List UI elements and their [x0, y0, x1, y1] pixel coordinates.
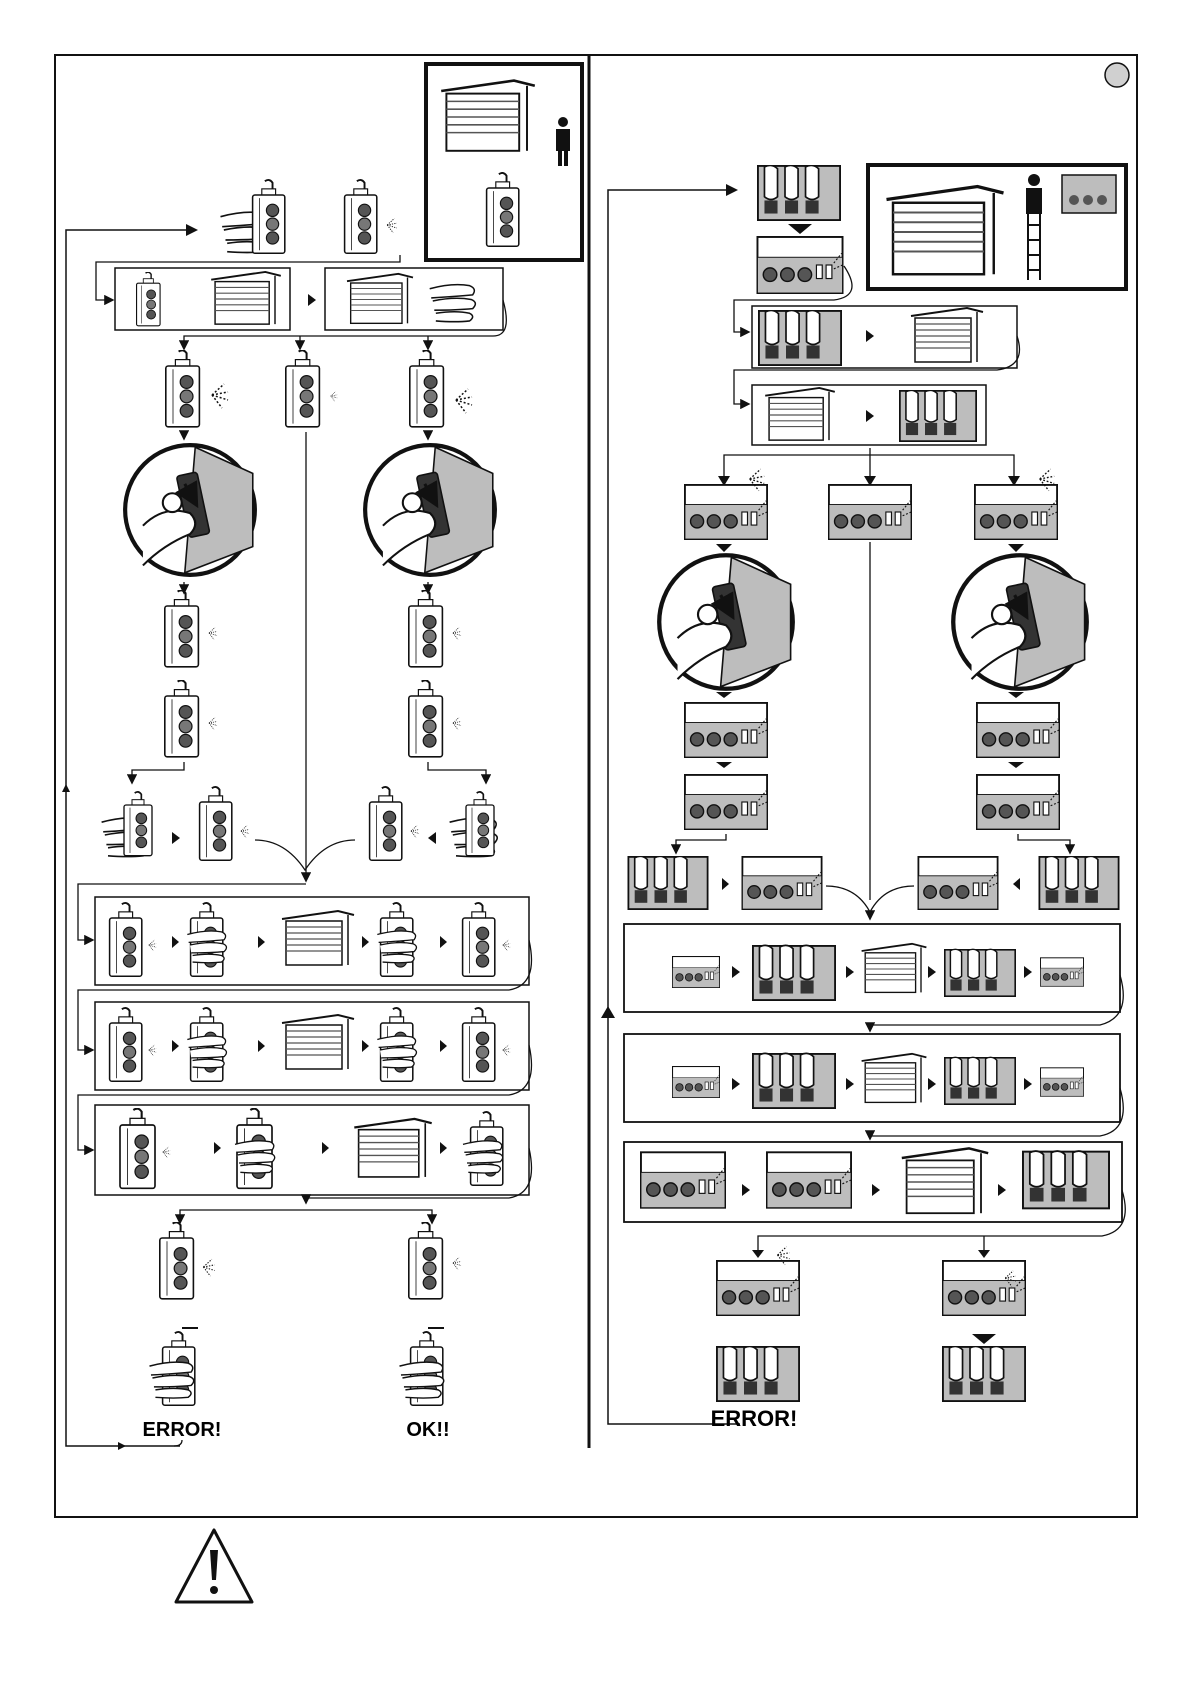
sequence-box-3	[95, 1105, 529, 1195]
person-on-ladder-icon	[1026, 174, 1042, 214]
left-column: ERROR! OK!!	[62, 64, 582, 1450]
right-column: ERROR!	[601, 165, 1126, 1431]
right-error-label: ERROR!	[711, 1406, 798, 1431]
left-inset-illustration	[426, 64, 582, 260]
page-marker-circle	[1105, 63, 1129, 87]
left-error-label: ERROR!	[143, 1419, 222, 1441]
left-ok-label: OK!!	[406, 1419, 449, 1441]
warning-triangle-icon	[176, 1530, 252, 1602]
